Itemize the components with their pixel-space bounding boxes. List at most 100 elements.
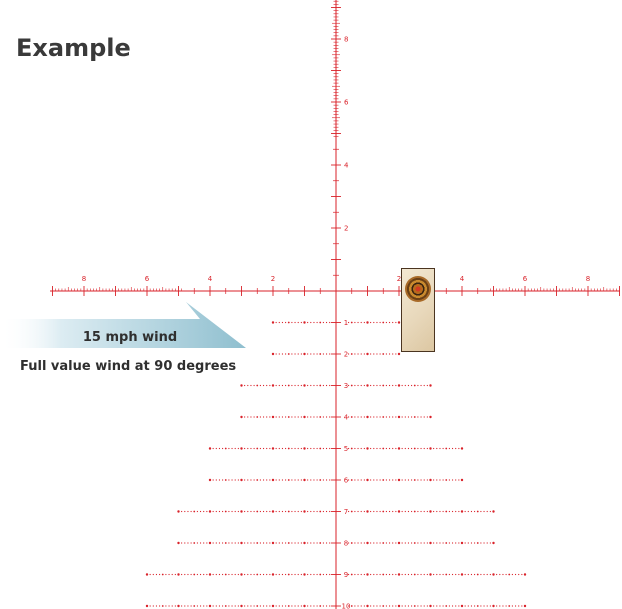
wind-hold-dot — [329, 510, 331, 513]
wind-hold-dot — [319, 384, 322, 387]
wind-hold-dot — [401, 384, 403, 387]
wind-hold-dot — [278, 353, 280, 355]
wind-hold-major-dot — [145, 573, 149, 576]
wind-hold-dot — [395, 542, 397, 544]
wind-hold-major-dot — [397, 321, 401, 324]
wind-hold-dot — [370, 605, 372, 607]
wind-hold-dot — [357, 353, 359, 355]
wind-hold-dot — [155, 605, 158, 607]
wind-hold-dot — [206, 510, 208, 513]
wind-hold-dot — [480, 542, 482, 544]
wind-hold-dot — [206, 573, 208, 576]
wind-hold-dot — [445, 479, 448, 481]
wind-hold-dot — [407, 573, 410, 576]
wind-hold-dot — [401, 542, 403, 544]
wind-hold-dot — [259, 416, 261, 418]
wind-hold-dot — [354, 479, 356, 481]
wind-hold-dot — [417, 510, 419, 513]
wind-hold-dot — [467, 542, 469, 544]
wind-hold-dot — [385, 510, 387, 513]
wind-hold-dot — [354, 510, 356, 513]
wind-hold-dot — [215, 605, 217, 607]
wind-hold-dot — [231, 479, 233, 481]
wind-hold-dot — [168, 573, 170, 576]
wind-hold-dot — [161, 573, 164, 576]
wind-hold-dot — [184, 542, 186, 544]
wind-hold-major-dot — [429, 510, 432, 513]
wind-hold-major-dot — [460, 510, 464, 513]
wind-hold-major-dot — [271, 541, 275, 545]
wind-hold-dot — [297, 353, 299, 355]
wind-hold-dot — [474, 605, 476, 607]
wind-hold-dot — [322, 416, 324, 418]
wind-hold-dot — [322, 542, 324, 544]
wind-hold-dot — [379, 447, 381, 450]
wind-hold-dot — [360, 321, 362, 324]
wind-hold-dot — [310, 353, 312, 355]
wind-hold-major-dot — [271, 510, 275, 513]
wind-hold-dot — [363, 573, 365, 576]
wind-hold-dot — [287, 353, 290, 355]
wind-hold-dot — [300, 384, 302, 387]
wind-hold-major-dot — [240, 384, 243, 387]
wind-hold-dot — [413, 447, 416, 450]
wind-hold-dot — [363, 479, 365, 481]
wind-hold-dot — [445, 447, 448, 450]
wind-hold-dot — [420, 605, 422, 607]
wind-hold-dot — [483, 542, 485, 544]
wind-hold-dot — [313, 447, 315, 450]
wind-hold-dot — [285, 384, 287, 387]
wind-hold-dot — [307, 605, 309, 607]
wind-hold-major-dot — [366, 321, 369, 324]
wind-hold-major-dot — [303, 604, 306, 608]
wind-hold-dot — [350, 479, 353, 481]
wind-hold-dot — [348, 447, 350, 450]
wind-hold-dot — [357, 542, 359, 544]
wind-hold-dot — [417, 416, 419, 418]
wind-hold-dot — [319, 542, 322, 544]
wind-hold-dot — [300, 416, 302, 418]
wind-hold-dot — [385, 353, 387, 355]
wind-hold-dot — [256, 479, 259, 481]
wind-hold-dot — [319, 479, 322, 481]
wind-hold-dot — [228, 573, 230, 576]
wind-hold-dot — [325, 510, 328, 513]
wind-hold-dot — [420, 542, 422, 544]
wind-hold-dot — [259, 384, 261, 387]
wind-hold-dot — [373, 542, 375, 544]
wind-hold-dot — [395, 605, 397, 607]
wind-hold-dot — [196, 510, 198, 513]
wind-hold-dot — [184, 573, 186, 576]
wind-hold-dot — [426, 384, 428, 387]
wind-hold-dot — [313, 542, 315, 544]
wind-hold-dot — [266, 542, 268, 544]
wind-hold-dot — [370, 510, 372, 513]
wind-hold-dot — [234, 605, 236, 607]
wind-hold-dot — [253, 416, 255, 418]
wind-hold-dot — [518, 573, 520, 576]
wind-hold-dot — [278, 542, 280, 544]
wind-hold-dot — [518, 605, 520, 607]
wind-hold-dot — [426, 479, 428, 481]
wind-hold-dot — [262, 573, 265, 576]
vertical-number-label: 2 — [344, 225, 348, 233]
wind-hold-dot — [376, 447, 378, 450]
wind-hold-dot — [278, 384, 280, 387]
wind-hold-dot — [348, 479, 350, 481]
wind-hold-dot — [152, 605, 154, 607]
wind-hold-dot — [193, 605, 196, 607]
wind-hold-dot — [451, 605, 454, 607]
wind-hold-dot — [291, 542, 293, 544]
wind-hold-dot — [486, 573, 488, 576]
wind-hold-dot — [480, 605, 482, 607]
wind-hold-dot — [218, 479, 221, 481]
wind-hold-dot — [165, 573, 167, 576]
wind-hold-dot — [382, 573, 385, 576]
wind-hold-major-dot — [492, 604, 495, 608]
wind-hold-dot — [244, 573, 246, 576]
wind-hold-dot — [212, 447, 214, 450]
wind-hold-dot — [285, 510, 287, 513]
wind-hold-dot — [275, 353, 277, 355]
wind-hold-dot — [184, 605, 186, 607]
